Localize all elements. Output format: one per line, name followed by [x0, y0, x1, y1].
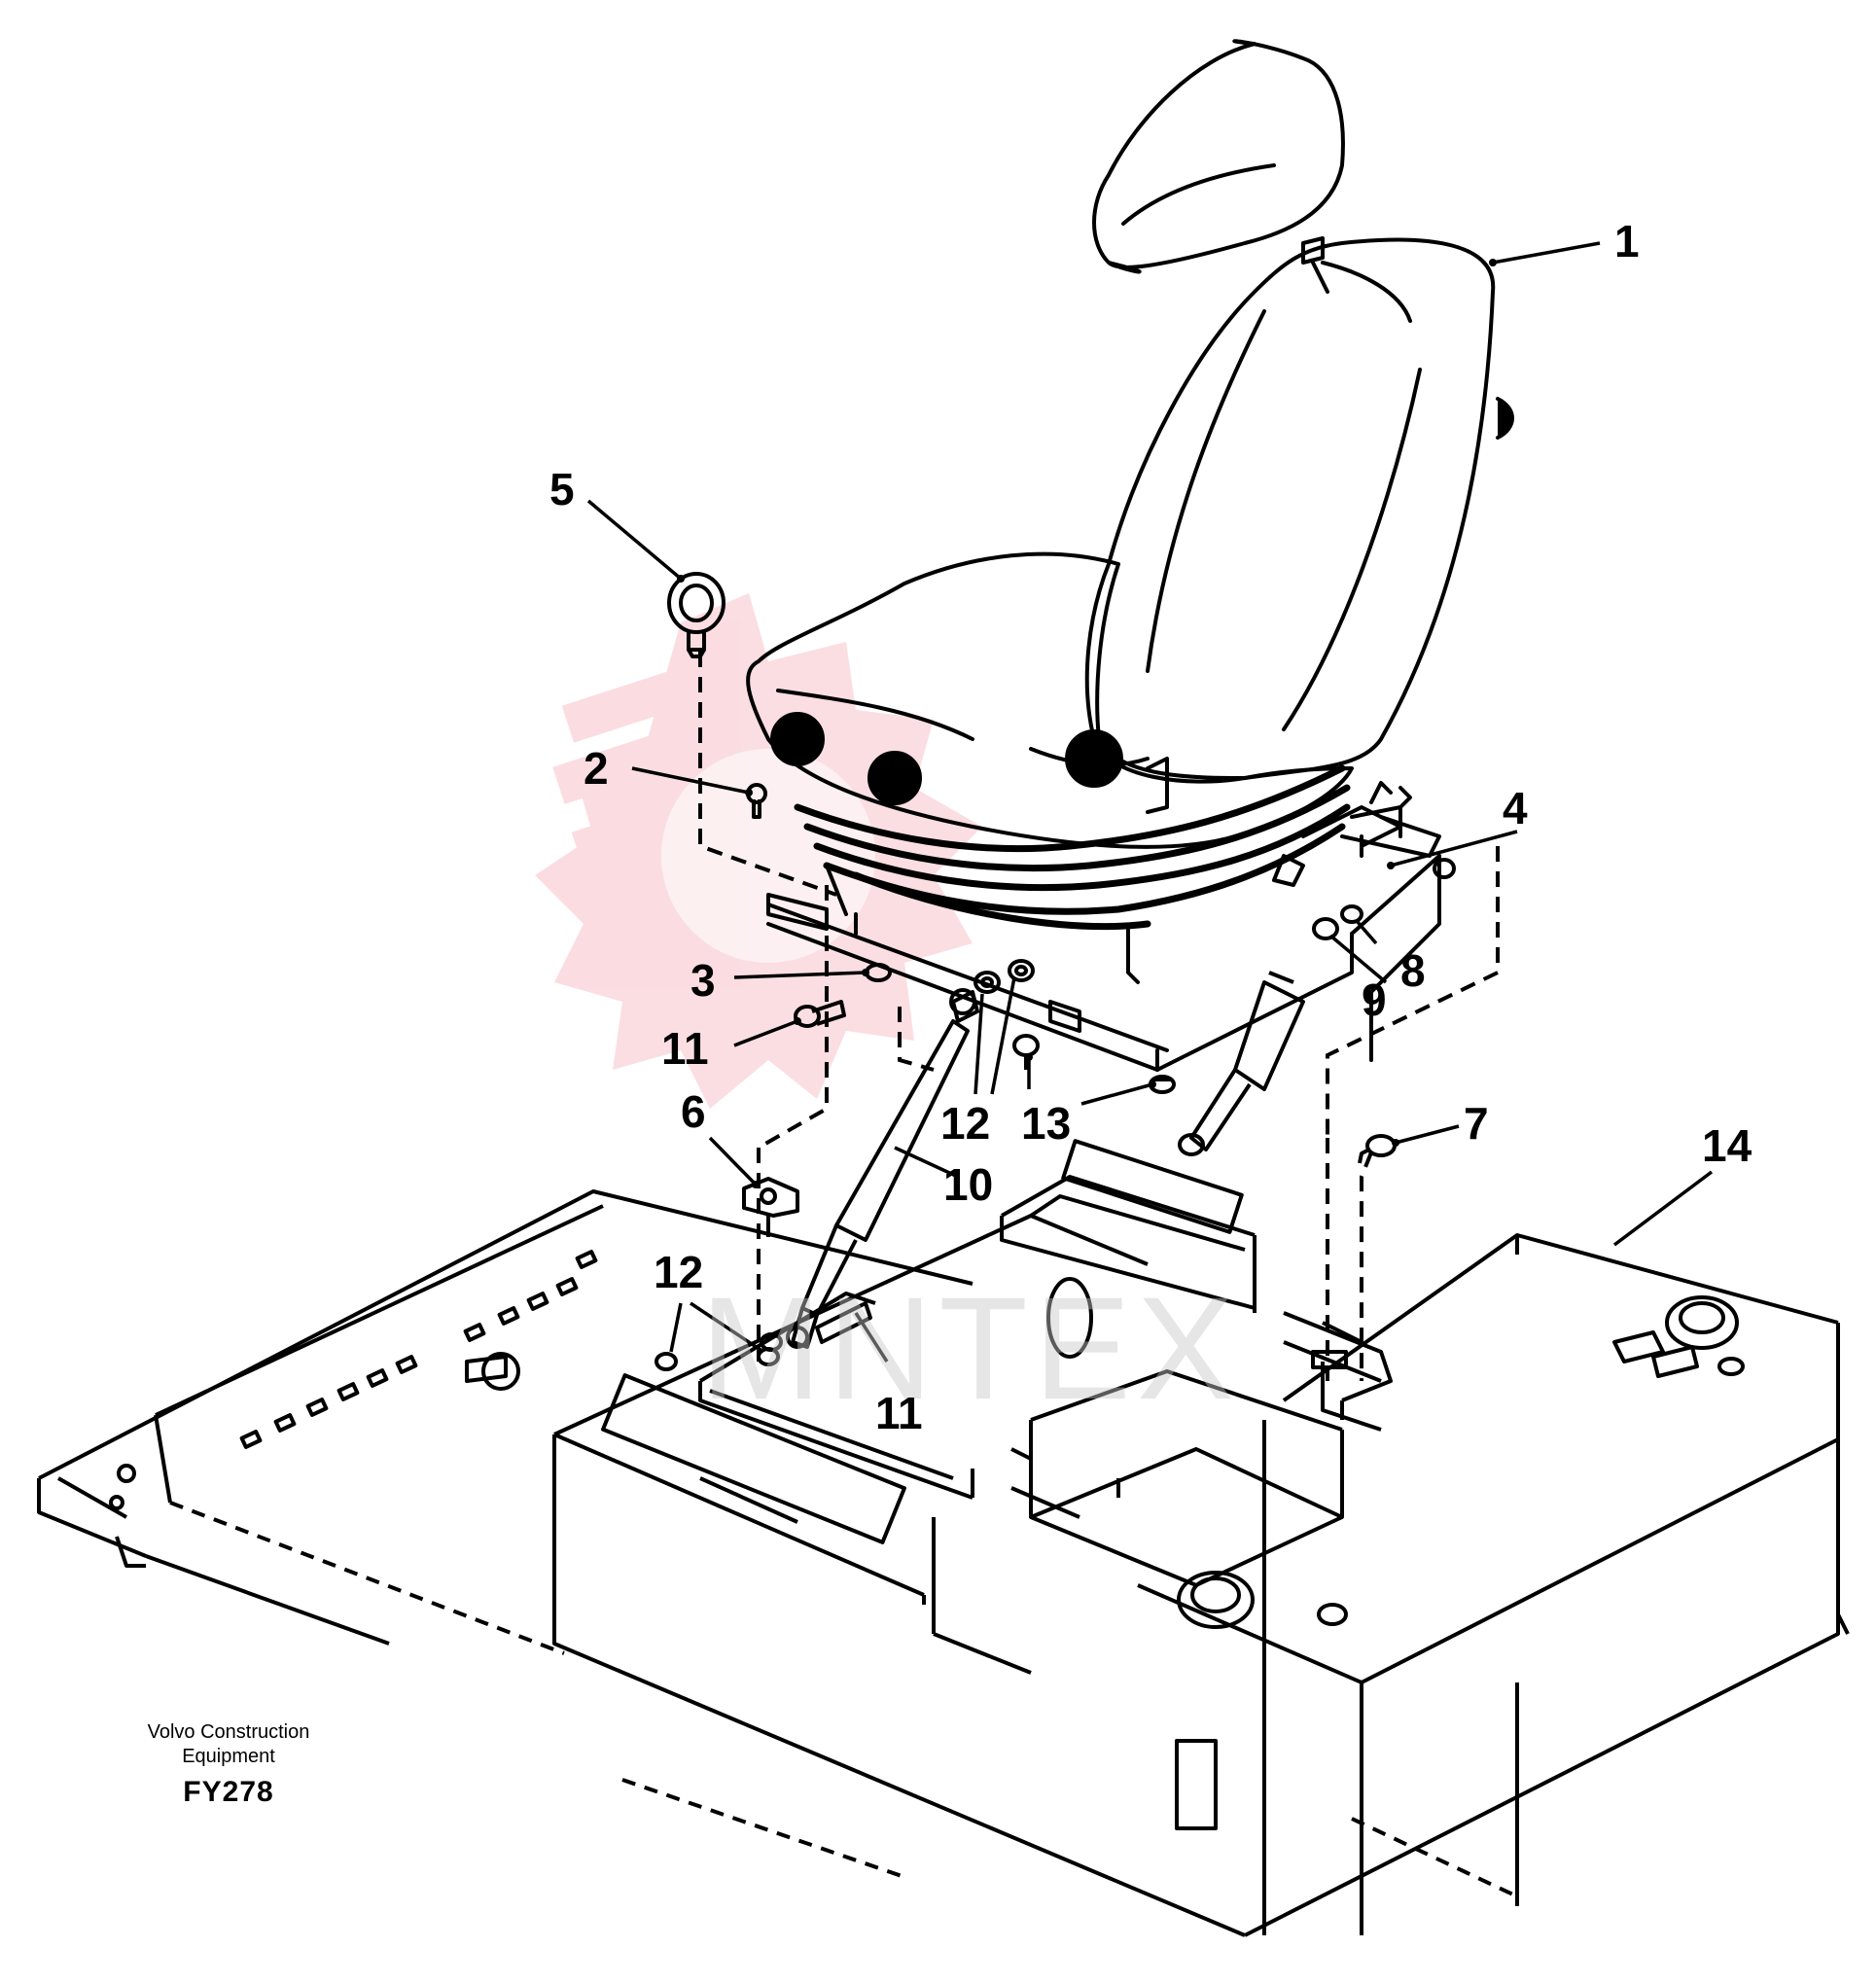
caption-manufacturer-line1: Volvo Construction	[147, 1721, 310, 1743]
bolt-11-upper	[794, 1000, 846, 1028]
caption-manufacturer-line2: Equipment	[182, 1746, 275, 1767]
callout-5: 5	[549, 464, 575, 514]
platform-frame	[37, 1139, 1850, 1937]
callout-4: 4	[1503, 783, 1528, 833]
hardware	[655, 572, 1456, 1371]
callout-12-upper: 12	[940, 1098, 991, 1149]
callout-3: 3	[690, 955, 716, 1006]
leader-arrowheads	[677, 259, 1497, 1188]
nut-13	[1012, 1034, 1040, 1070]
callout-9: 9	[1362, 974, 1387, 1025]
leader-lines	[586, 241, 1714, 1363]
callout-13: 13	[1021, 1098, 1072, 1149]
callout-2: 2	[584, 743, 609, 794]
callout-6: 6	[681, 1086, 706, 1137]
callout-8: 8	[1400, 945, 1426, 996]
adjustment-knobs	[770, 712, 1123, 805]
callout-7: 7	[1464, 1098, 1489, 1149]
callout-11-upper: 11	[661, 1023, 709, 1074]
callout-10: 10	[943, 1159, 994, 1210]
callout-14: 14	[1702, 1120, 1752, 1171]
callout-11-lower: 11	[875, 1388, 923, 1438]
suspension-bellows	[794, 764, 1346, 853]
headrest	[1092, 39, 1345, 274]
bracket-6	[742, 1177, 799, 1237]
callout-12-lower: 12	[654, 1247, 704, 1297]
ring-pin	[667, 572, 726, 658]
gas-strut-10	[786, 988, 979, 1349]
caption-figure-code: FY278	[183, 1776, 274, 1808]
seat-cushion	[746, 551, 1354, 849]
watermark-text: MNTEX	[700, 1266, 1240, 1430]
bolt-7	[1358, 1134, 1397, 1164]
callout-1: 1	[1614, 216, 1640, 266]
backrest	[1084, 237, 1496, 784]
gas-strut-rear	[1178, 971, 1305, 1156]
floor-slots	[239, 1250, 598, 1449]
